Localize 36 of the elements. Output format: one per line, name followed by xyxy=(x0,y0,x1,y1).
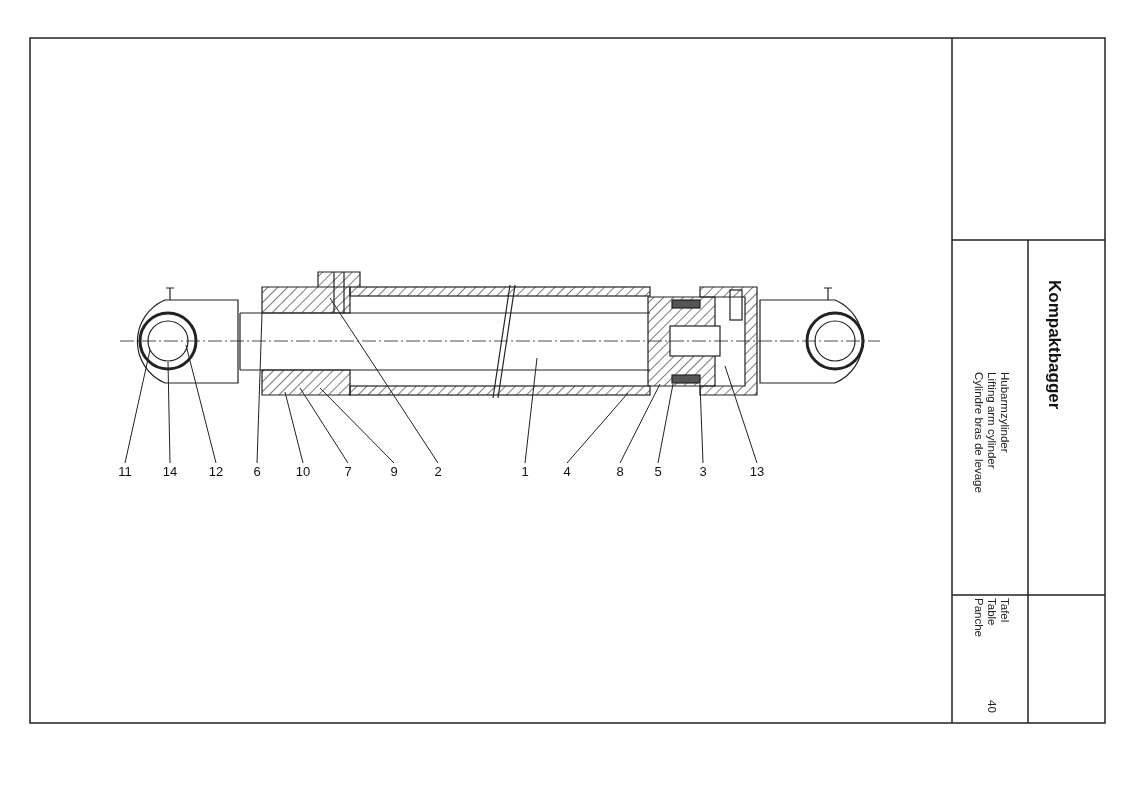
callout-number: 9 xyxy=(390,465,398,479)
callout-number: 6 xyxy=(253,465,261,479)
sheet-label: Tafel xyxy=(998,598,1011,623)
leader-line xyxy=(619,383,661,464)
callout-number: 14 xyxy=(162,465,178,479)
callout-number: 10 xyxy=(295,465,311,479)
callout-number: 4 xyxy=(563,465,571,479)
leader-line xyxy=(566,392,629,464)
callout-number: 13 xyxy=(749,465,765,479)
title: Kompaktbagger xyxy=(1048,280,1061,410)
part-name: Lifting arm cylinder xyxy=(985,372,998,469)
sheet-label: Panche xyxy=(972,598,985,637)
callout-number: 8 xyxy=(616,465,624,479)
callout-number: 2 xyxy=(434,465,442,479)
callout-number: 3 xyxy=(699,465,707,479)
part-name: Cylindre bras de levage xyxy=(972,372,985,493)
leader-line xyxy=(319,387,395,464)
callout-number: 7 xyxy=(344,465,352,479)
callout-number: 5 xyxy=(654,465,662,479)
leader-line xyxy=(657,383,674,464)
leader-line xyxy=(724,365,758,464)
leader-line xyxy=(284,391,304,464)
leader-line xyxy=(256,312,263,464)
callout-number: 11 xyxy=(118,465,132,479)
sheet-label: Table xyxy=(985,598,998,626)
leader-line xyxy=(524,357,538,464)
leader-line xyxy=(185,344,217,464)
leader-line xyxy=(299,387,349,464)
callout-number: 12 xyxy=(208,465,224,479)
leader-line xyxy=(124,349,151,464)
callout-number: 1 xyxy=(521,465,529,479)
leader-line xyxy=(167,361,171,464)
part-name: Hubarmzylinder xyxy=(998,372,1011,453)
leader-line xyxy=(329,297,439,464)
sheet-number: 40 xyxy=(985,700,998,713)
leader-line xyxy=(699,383,704,464)
